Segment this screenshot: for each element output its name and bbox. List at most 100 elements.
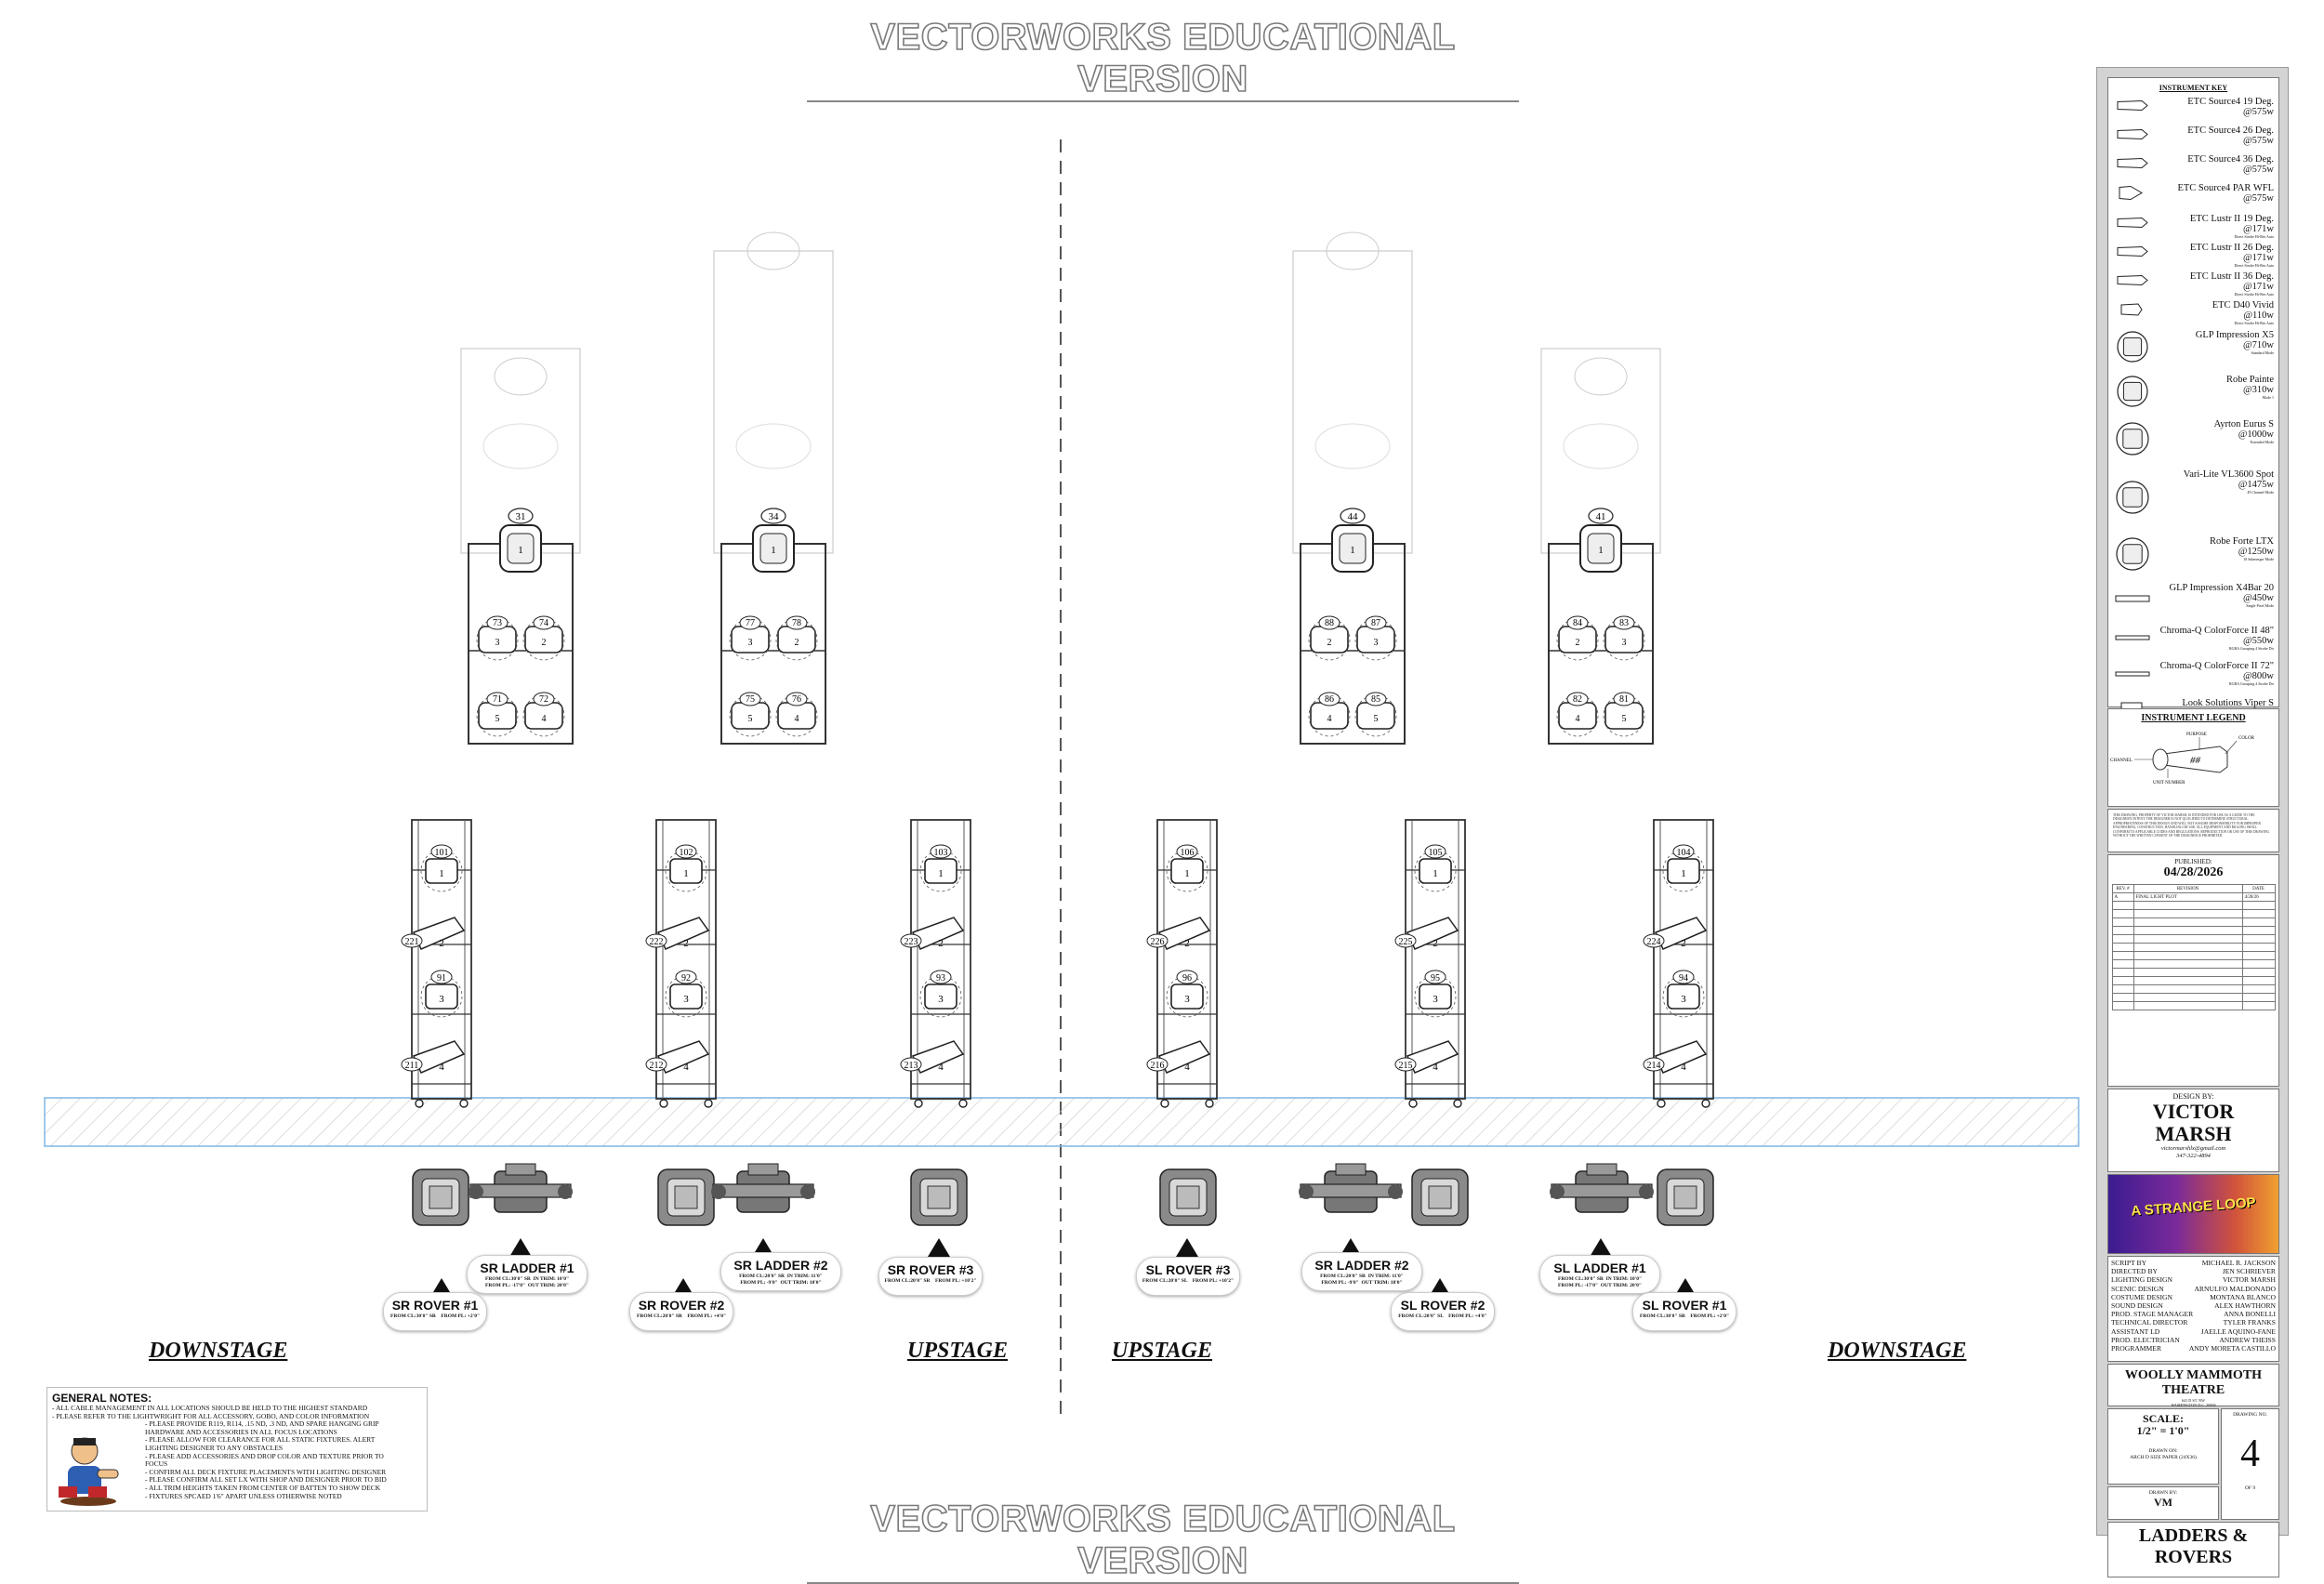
unit-number: 3 [1433, 994, 1438, 1005]
unit-number: 1 [771, 545, 776, 556]
moving-head-icon [2117, 331, 2148, 363]
channel-number: 216 [1151, 1061, 1165, 1071]
instrument-name: Robe Forte LTX [2209, 536, 2274, 547]
bar-icon [2115, 595, 2150, 602]
instrument-mode: Mode 1 [2262, 395, 2274, 400]
channel-number: 222 [650, 937, 664, 947]
instrument-wattage: @575w [2242, 107, 2274, 117]
channel-number: 75 [746, 694, 755, 705]
show-logo: A STRANGE LOOP [2107, 1174, 2279, 1254]
unit-number: 2 [1433, 938, 1438, 949]
legend-unit-label: UNIT NUMBER [2153, 781, 2185, 785]
unit-number: 3 [1184, 994, 1190, 1005]
general-note: - FIXTURES SPCAED 1'6" APART UNLESS OTHE… [145, 1491, 342, 1500]
instrument-key-item: ETC Source4 36 Deg.@575w [2114, 154, 2274, 175]
led-ellipsoidal-icon [2117, 217, 2148, 229]
general-note: - PLEASE ADD ACCESSORIES AND DROP COLOR … [145, 1451, 384, 1460]
unit-number: 5 [1622, 714, 1627, 724]
channel-number: 223 [905, 937, 918, 947]
published-label: PUBLISHED: [2174, 858, 2212, 865]
instrument-name: Chroma-Q ColorForce II 72" [2159, 661, 2274, 671]
unit-number: 3 [1681, 994, 1686, 1005]
channel-number: 211 [405, 1061, 419, 1071]
instrument-key-item: ETC Source4 PAR WFL@575w [2114, 183, 2274, 204]
channel-number: 82 [1573, 694, 1582, 705]
drawing-number: 4 [2240, 1432, 2260, 1475]
instrument-name: ETC Source4 PAR WFL [2177, 183, 2274, 193]
instrument-wattage: @710w [2242, 340, 2274, 350]
channel-number: 31 [516, 511, 526, 522]
unit-number: 4 [795, 714, 799, 724]
scale-label: SCALE: [2142, 1412, 2184, 1425]
instrument-mode: Direct Strobe Hi-Res Auto [2234, 321, 2274, 325]
unit-number: 2 [439, 938, 444, 949]
instrument-wattage: @171w [2242, 224, 2274, 234]
revision-row [2111, 959, 2276, 969]
moving-head-icon [2116, 422, 2149, 455]
channel-number: 78 [792, 618, 801, 628]
unit-number: 3 [495, 638, 500, 648]
drawn-by-value: VM [2154, 1496, 2172, 1509]
channel-number: 214 [1647, 1061, 1661, 1071]
mascot-illustration-icon [59, 1437, 119, 1506]
channel-number: 103 [934, 848, 948, 858]
revision-header: REVISION [2133, 884, 2243, 893]
instrument-wattage: @1250w [2238, 547, 2274, 557]
unit-number: 5 [495, 714, 500, 724]
channel-number: 86 [1325, 694, 1334, 705]
upstage-label-left: UPSTAGE [907, 1339, 1009, 1363]
instrument-name: GLP Impression X5 [2195, 330, 2274, 340]
published-revisions: PUBLISHED: 04/28/2026 REV. # REVISION DA… [2107, 854, 2279, 1087]
instrument-mode: 18 Submerger Mode [2243, 557, 2274, 561]
theatre-name: WOOLLY MAMMOTH [2124, 1368, 2263, 1382]
revision-row [2111, 909, 2276, 918]
designer-block: DESIGN BY: VICTOR MARSH victormarshlx@gm… [2107, 1089, 2279, 1172]
channel-number: 106 [1181, 848, 1195, 858]
channel-number: 105 [1429, 848, 1443, 858]
revision-row [2111, 951, 2276, 960]
unit-number: 4 [1681, 1062, 1686, 1073]
channel-number: 213 [905, 1061, 918, 1071]
instrument-name: GLP Impression X4Bar 20 [2169, 583, 2274, 593]
legend-sample-number: ## [2190, 755, 2201, 766]
drawing-title: LADDERS & [2138, 1525, 2249, 1546]
unit-number: 4 [1184, 1062, 1190, 1073]
upstage-label-right: UPSTAGE [1112, 1339, 1213, 1363]
instrument-wattage: @800w [2242, 671, 2274, 681]
unit-number: 1 [1598, 545, 1604, 556]
led-ellipsoidal-icon [2117, 245, 2148, 257]
channel-number: 215 [1399, 1061, 1413, 1071]
drawing-title-block: LADDERS & ROVERS [2107, 1522, 2279, 1577]
drawing-number-label: DRAWING NO. [2233, 1412, 2267, 1418]
channel-number: 91 [437, 973, 446, 983]
unit-number: 3 [748, 638, 753, 648]
drawn-on-label: DRAWN ON: [2148, 1448, 2178, 1454]
drawn-by-block: DRAWN BY: VM [2107, 1486, 2219, 1520]
unit-number: 1 [1681, 868, 1686, 879]
general-note: - CONFIRM ALL DECK FIXTURE PLACEMENTS WI… [145, 1467, 387, 1476]
theatre-name-line2: THEATRE [2161, 1383, 2225, 1397]
unit-number: 2 [1576, 638, 1580, 648]
instrument-mode: Single Pixel Mode [2246, 603, 2274, 608]
legend-diagram: PURPOSE COLOR CHANNEL UNIT NUMBER ## [2110, 733, 2255, 785]
